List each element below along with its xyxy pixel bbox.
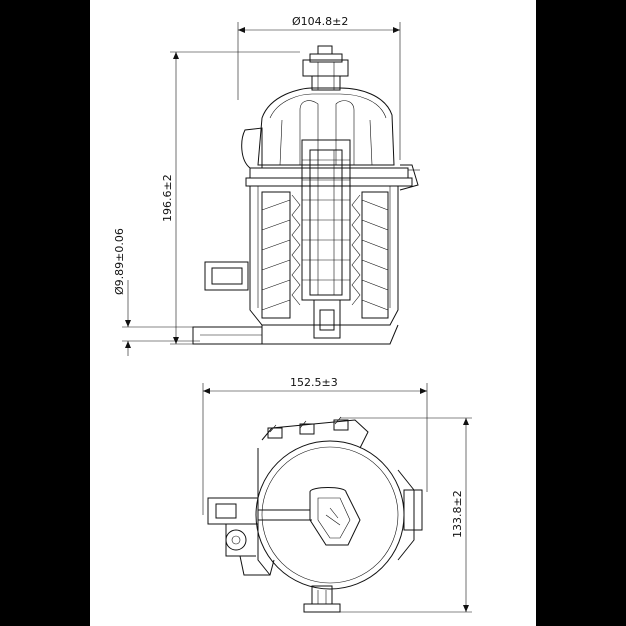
dimension-height: 196.6±2 xyxy=(161,51,300,345)
dimension-port-diameter: Ø9.89±0.06 xyxy=(113,228,200,356)
drawing-sheet xyxy=(90,0,536,626)
filter-housing-side xyxy=(192,45,420,345)
height-label: 196.6±2 xyxy=(161,174,174,222)
side-view: Ø104.8±2 196.6±2 Ø9.89±0.06 xyxy=(113,15,420,356)
width-label: 152.5±3 xyxy=(290,376,338,389)
dimension-width: 152.5±3 xyxy=(202,376,428,515)
top-view: 152.5±3 133.8±2 xyxy=(202,376,472,613)
top-diameter-label: Ø104.8±2 xyxy=(292,15,348,28)
dimension-top-diameter: Ø104.8±2 xyxy=(237,15,401,160)
dimension-depth: 133.8±2 xyxy=(340,417,472,613)
port-diameter-label: Ø9.89±0.06 xyxy=(113,228,126,295)
filter-housing-top xyxy=(207,416,423,613)
depth-label: 133.8±2 xyxy=(451,490,464,538)
